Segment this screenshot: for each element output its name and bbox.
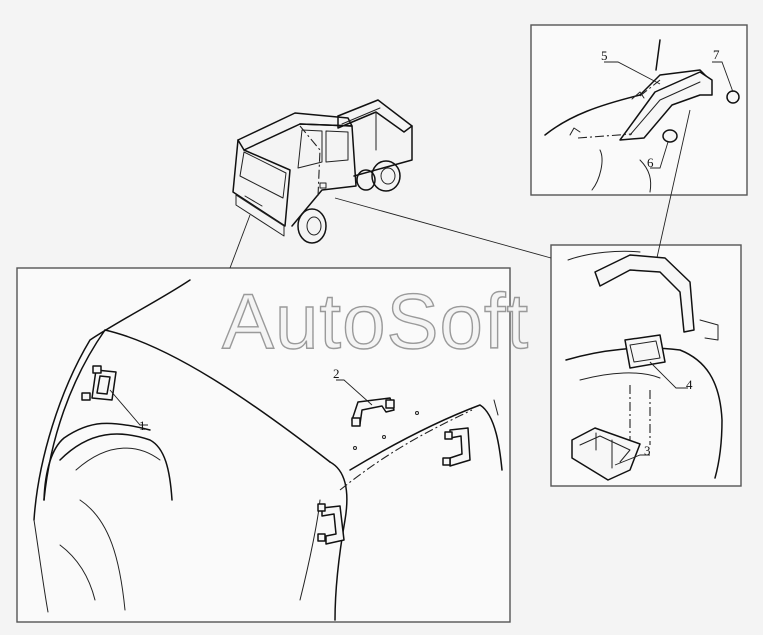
callout-5: 5 bbox=[601, 48, 608, 63]
pillar-detail-panel bbox=[530, 24, 748, 196]
callout-3: 3 bbox=[644, 443, 651, 458]
leader-lines bbox=[109, 61, 734, 466]
truck-illustration bbox=[232, 99, 413, 244]
callout-2: 2 bbox=[333, 366, 340, 381]
watermark-text: AutoSoft bbox=[222, 277, 529, 365]
connector-line-floor bbox=[334, 197, 552, 259]
callout-4: 4 bbox=[686, 377, 693, 392]
main-cab-interior-panel bbox=[16, 267, 511, 623]
grab-handle-lower-pillar bbox=[317, 503, 345, 545]
floor-detail-drawing bbox=[565, 250, 723, 481]
grab-handle-part-2 bbox=[351, 397, 395, 427]
callout-6: 6 bbox=[647, 155, 654, 170]
cab-interior-drawing bbox=[33, 279, 503, 621]
connector-line-main bbox=[229, 214, 251, 269]
grab-handle-part-1 bbox=[81, 365, 117, 401]
callout-7: 7 bbox=[713, 47, 720, 62]
grab-handle-right-wall bbox=[442, 427, 471, 467]
pillar-detail-drawing bbox=[544, 39, 740, 193]
callout-1: 1 bbox=[139, 418, 146, 433]
connector-line-pillar bbox=[655, 109, 691, 263]
